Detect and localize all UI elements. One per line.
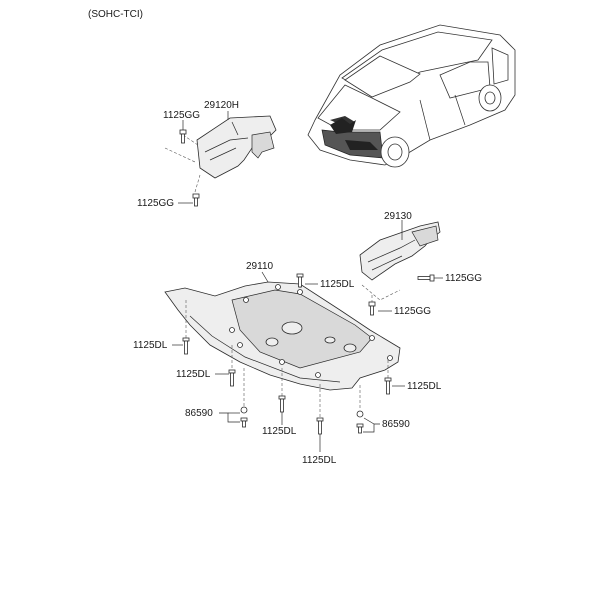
- vehicle-illustration: [307, 24, 516, 168]
- label-29120h: 29120H: [204, 100, 240, 111]
- bolt-1125dl-mid-icon: [278, 395, 286, 413]
- bolt-1125dl-left2-icon: [228, 369, 236, 387]
- bolt-1125dl-bottom-icon: [316, 417, 324, 435]
- bolt-1125dl-left1-icon: [182, 337, 190, 355]
- label-1125gg-right-lower: 1125GG: [394, 306, 432, 317]
- variant-header: (SOHC-TCI): [88, 9, 143, 20]
- label-86590-right: 86590: [382, 419, 410, 430]
- under-cover-29110-drawing: [164, 281, 401, 391]
- bolt-1125gg-right-lower-icon: [368, 301, 376, 316]
- clip-86590-left-icon: [240, 406, 248, 428]
- bolt-1125dl-top-icon: [296, 273, 304, 288]
- label-86590-left: 86590: [185, 408, 213, 419]
- fastener-drawings: [179, 129, 435, 435]
- label-1125gg-bottom-left: 1125GG: [137, 198, 175, 209]
- bolt-1125gg-right-upper-icon: [417, 274, 435, 282]
- label-1125dl-top: 1125DL: [320, 279, 355, 290]
- label-1125dl-bottom: 1125DL: [302, 455, 337, 466]
- label-29110: 29110: [246, 261, 274, 272]
- bolt-1125dl-right-icon: [384, 377, 392, 395]
- label-1125dl-left-1: 1125DL: [133, 340, 168, 351]
- label-1125dl-right: 1125DL: [407, 381, 442, 392]
- bolt-1125gg-bottom-icon: [192, 193, 200, 207]
- leader-lines: [172, 111, 443, 452]
- label-1125gg-right-upper: 1125GG: [445, 273, 483, 284]
- label-1125gg-top: 1125GG: [163, 110, 201, 121]
- label-1125dl-mid: 1125DL: [262, 426, 297, 437]
- label-29130: 29130: [384, 211, 412, 222]
- placement-lines: [164, 134, 401, 420]
- clip-86590-right-icon: [356, 410, 364, 434]
- label-1125dl-left-2: 1125DL: [176, 369, 211, 380]
- heat-protector-29120h-drawing: [196, 115, 277, 179]
- heat-protector-29130-drawing: [359, 221, 441, 281]
